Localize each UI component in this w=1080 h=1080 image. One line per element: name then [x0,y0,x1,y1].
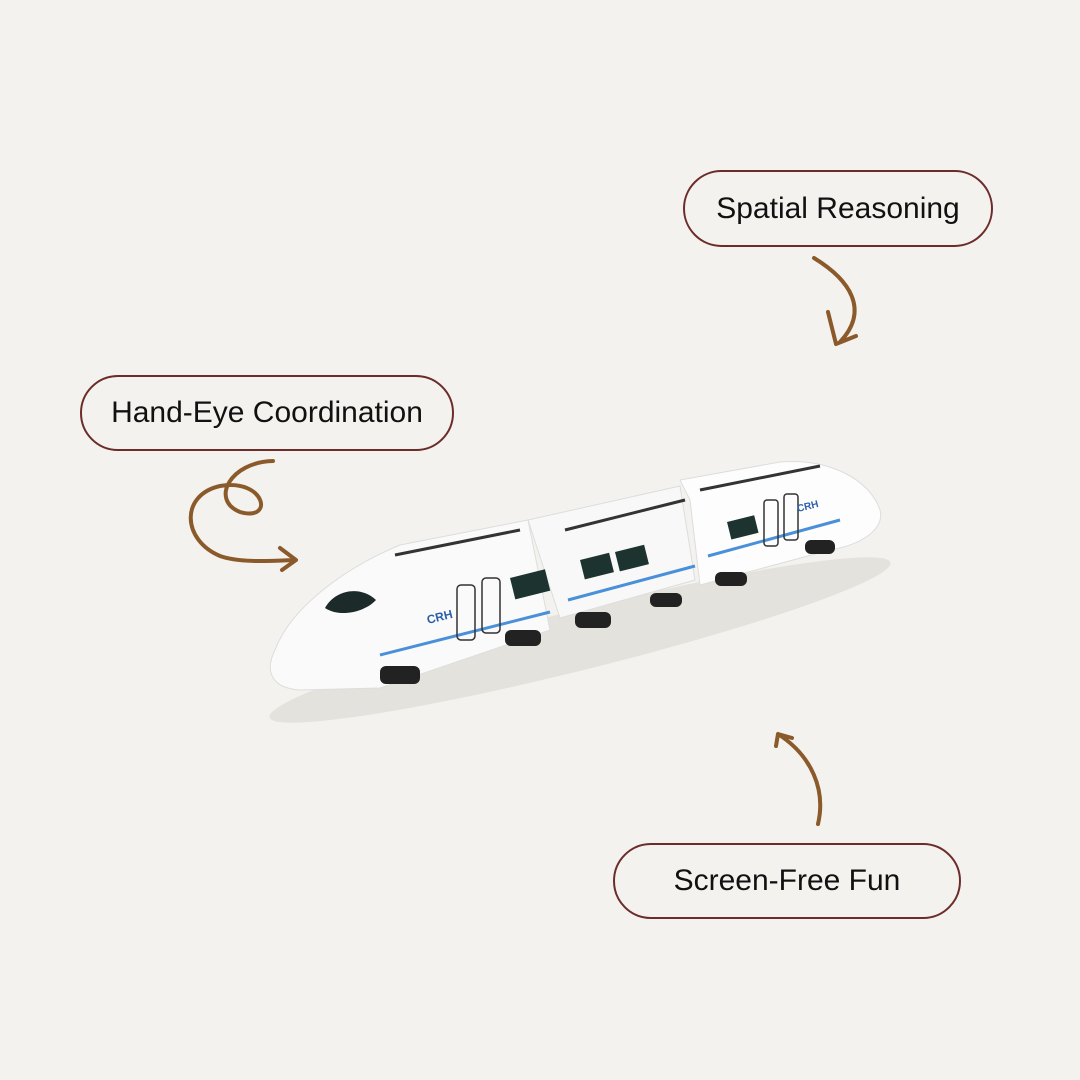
toy-train-image: CRH CRH [269,461,891,723]
label-text: Spatial Reasoning [716,191,960,225]
arrow-hand-eye-icon [188,459,298,572]
label-pill-spatial-reasoning: Spatial Reasoning [683,170,993,247]
label-pill-hand-eye-coordination: Hand-Eye Coordination [80,375,454,451]
label-pill-screen-free-fun: Screen-Free Fun [613,843,961,919]
arrow-spatial-icon [812,256,858,346]
train-logo-text: CRH [425,607,454,627]
label-text: Hand-Eye Coordination [111,396,423,429]
arrow-screen-free-icon [774,732,823,826]
label-text: Screen-Free Fun [673,864,901,897]
train-logo-text-rear: CRH [796,499,820,515]
